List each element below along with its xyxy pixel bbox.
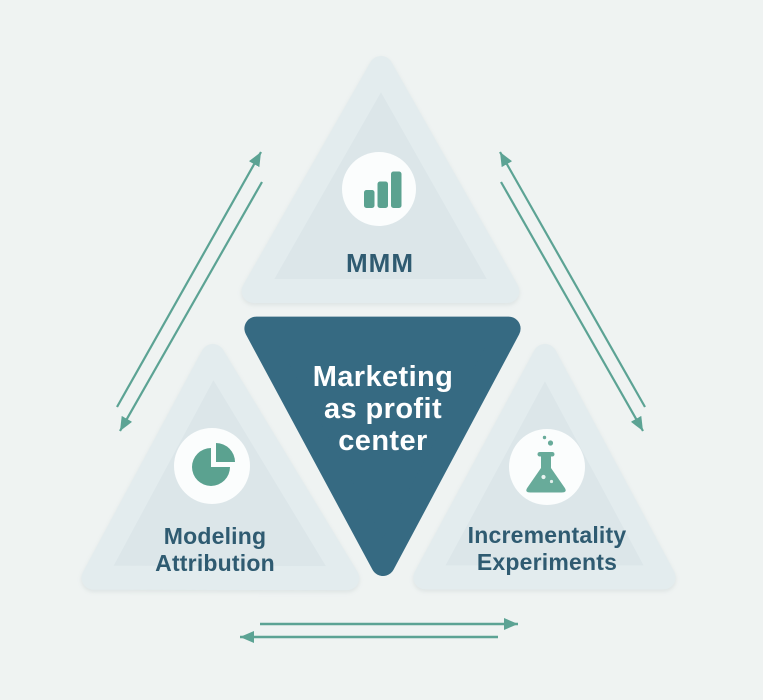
center-label-line: center [338, 425, 428, 457]
left-arrow-down [119, 181, 263, 432]
right-arrow-up [499, 151, 646, 408]
center-label: Marketing as profit center [258, 361, 508, 457]
pie-chart-icon [192, 443, 235, 486]
node-label-line: Experiments [476, 549, 618, 575]
left-arrow-up [116, 151, 262, 408]
node-label-line: Modeling [163, 523, 267, 549]
pie-icon-circle [174, 428, 250, 504]
center-label-line: Marketing [312, 361, 454, 393]
node-label-line: Attribution [155, 550, 275, 576]
center-label-line: as profit [324, 393, 442, 425]
node-label-line: Incrementality [467, 522, 627, 548]
node-label-incrementality-experiments: Incrementality Experiments [437, 522, 657, 576]
right-arrows [499, 151, 646, 432]
bar-chart-icon [364, 171, 402, 208]
center-triangle [244, 316, 521, 576]
node-label-mmm: MMM [346, 248, 414, 278]
node-label-modeling-attribution: Modeling Attribution [115, 523, 315, 577]
flask-icon [526, 435, 566, 493]
right-arrow-down [500, 181, 644, 432]
bottom-arrows [240, 618, 518, 643]
left-arrows [116, 151, 263, 432]
